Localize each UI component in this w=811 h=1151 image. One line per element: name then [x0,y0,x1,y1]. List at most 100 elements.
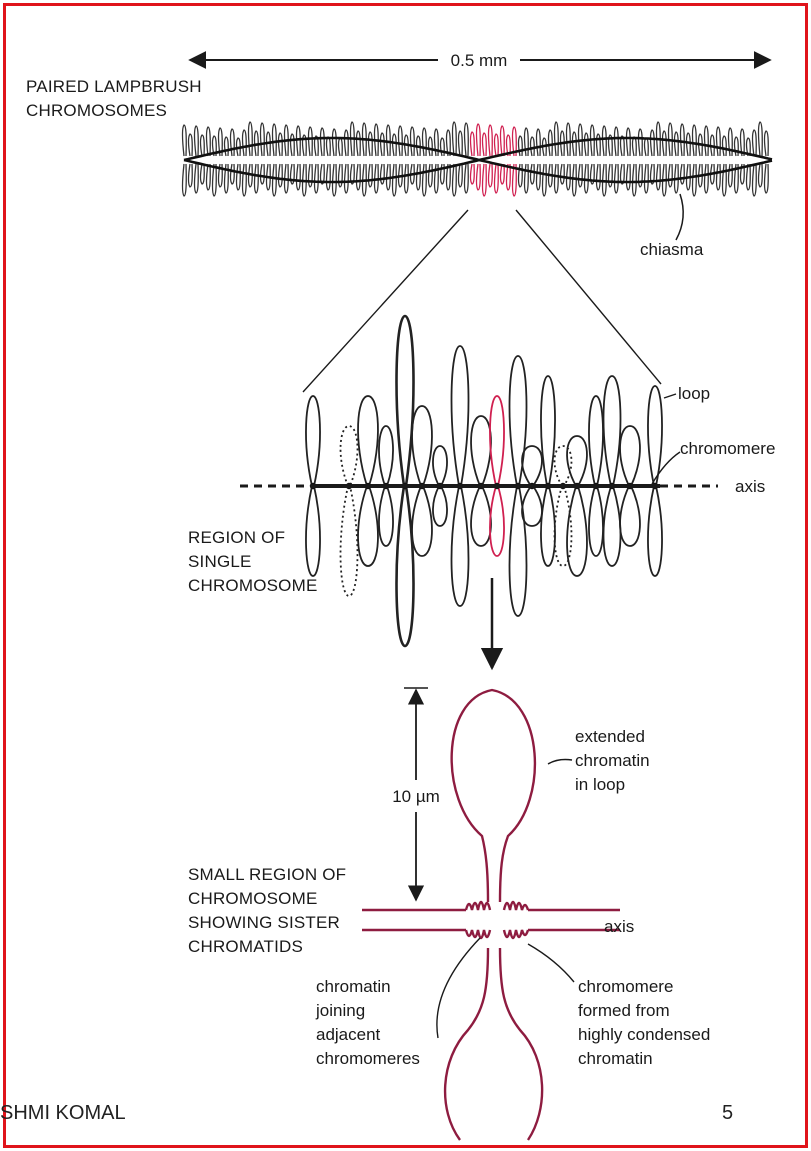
band-loop [189,134,193,156]
band-loop [531,164,535,184]
lower-loop [648,486,662,576]
band-loop [261,164,265,184]
band-loop [423,128,427,156]
band-loop [207,127,211,156]
band-loop [393,134,397,156]
band-loop [207,164,211,190]
band-loop [417,164,421,190]
band-loop [687,133,691,156]
band-loop [615,127,619,156]
zoom-line-right [516,210,661,384]
joining-line1: chromatin [316,977,391,996]
lower-loop [358,486,378,566]
upper-loop [522,446,542,486]
band-loop [291,134,295,156]
band-loop [597,134,601,156]
band-loop [639,129,643,156]
band-loop [669,164,673,187]
band-loop [471,164,475,184]
band-loop [753,164,757,196]
band-loop [537,129,541,156]
band-loop [633,164,637,196]
joining-line2: joining [315,1001,365,1020]
band-loop [759,164,763,187]
lower-loop [306,486,320,576]
band-loop [441,138,445,156]
band-loop [693,125,697,156]
band-loop [585,133,589,156]
upper-loop [412,406,432,486]
upper-loop [490,396,504,486]
band-loop [357,164,361,190]
band-loop [459,131,463,156]
band-loop [333,129,337,156]
band-loop [435,129,439,156]
band-loop [495,164,499,193]
band-loop [483,164,487,196]
axis-lower-label: axis [604,917,634,936]
chromomere-label: chromomere [680,439,775,458]
band-loop [645,164,649,193]
band-loop [735,137,739,156]
band-loop [627,128,631,156]
region-label-line1: REGION OF [188,528,285,547]
region-label-line3: CHROMOSOME [188,576,318,595]
band-loop [729,128,733,156]
band-loop [471,132,475,156]
band-loop [489,125,493,156]
paired-label-line1: PAIRED LAMPBRUSH [26,77,202,96]
band-loop [489,164,493,187]
chiasma-leader [676,194,683,240]
band-loop [465,123,469,156]
small-region-line4: CHROMATIDS [188,937,303,956]
upper-loop [471,416,491,486]
band-loop [309,127,313,156]
band-loop [477,124,481,156]
lower-loop [589,486,603,556]
band-loop [603,126,607,156]
band-loop [663,131,667,156]
band-loop [309,164,313,187]
band-loop [747,164,751,190]
single-chromosome-region [306,316,662,646]
band-loop [201,135,205,156]
band-loop [327,137,331,156]
band-loop [183,164,187,196]
lower-loop [412,486,432,556]
lower-loop [379,486,393,546]
band-loop [579,164,583,187]
band-loop [195,126,199,156]
band-loop [567,123,571,156]
upper-loop [341,426,358,486]
band-loop [477,164,481,190]
band-loop [561,164,565,184]
zoom-line-left [303,210,468,392]
band-loop [627,164,631,190]
band-loop [765,164,769,193]
band-loop [423,164,427,196]
band-loop [339,164,343,187]
lower-loop [471,486,491,546]
band-loop [555,164,559,193]
band-loop [759,122,763,156]
band-loop [237,164,241,190]
upper-loop [306,396,320,486]
lower-loop [397,486,414,646]
formed-line1: chromomere [578,977,673,996]
band-loop [399,126,403,156]
band-loop [225,137,229,156]
band-loop [519,136,523,156]
band-loop [657,164,661,190]
band-loop [615,164,619,193]
band-loop [501,164,505,184]
band-loop [501,126,505,156]
band-loop [465,164,469,193]
band-loop [429,137,433,156]
loop-leader [664,394,676,398]
band-loop [231,164,235,184]
band-loop [273,164,277,196]
band-loop [315,164,319,193]
lower-loop [341,486,358,596]
axis-label: axis [735,477,765,496]
